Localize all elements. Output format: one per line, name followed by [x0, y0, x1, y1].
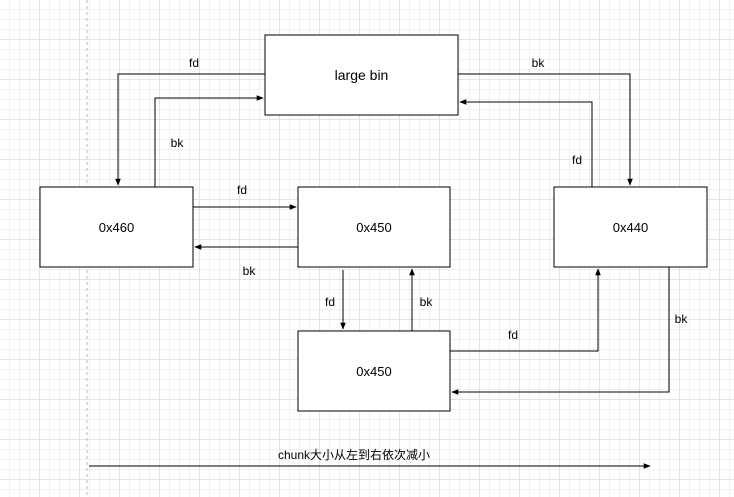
chunk-0x450-top-label: 0x450 — [356, 220, 391, 235]
edge-largebin-to-460-label: fd — [189, 56, 199, 70]
large-bin-label: large bin — [335, 67, 389, 83]
chunk-0x460-label: 0x460 — [99, 220, 134, 235]
edge-largebin-to-440-label: bk — [532, 56, 546, 70]
chunk-0x450-bottom-node[interactable]: 0x450 — [297, 330, 451, 412]
chunk-0x440-label: 0x440 — [613, 220, 648, 235]
large-bin-node[interactable]: large bin — [264, 34, 459, 116]
chunk-0x450-bottom-label: 0x450 — [356, 364, 391, 379]
edge-440-to-largebin-label: fd — [572, 153, 582, 167]
edge-440-to-450b — [451, 267, 670, 395]
edge-450b-to-440-label: fd — [508, 328, 518, 342]
edge-450b-to-450-label: bk — [420, 295, 434, 309]
chunk-0x440-node[interactable]: 0x440 — [553, 186, 708, 268]
edge-450-to-460-label: bk — [243, 264, 257, 278]
edge-440-to-450b-label: bk — [675, 312, 689, 326]
chunk-0x450-top-node[interactable]: 0x450 — [297, 186, 451, 268]
edge-460-to-largebin-label: bk — [171, 136, 185, 150]
edge-largebin-to-440 — [458, 73, 633, 186]
size-direction-caption: chunk大小从左到右依次减小 — [278, 447, 430, 462]
edge-440-to-largebin — [459, 99, 593, 187]
edge-450-to-450b-label: fd — [325, 295, 335, 309]
edge-largebin-to-460 — [115, 73, 265, 186]
edge-450b-to-440 — [450, 268, 601, 352]
edge-460-to-largebin — [154, 95, 264, 187]
edge-460-to-450-label: fd — [237, 183, 247, 197]
chunk-0x460-node[interactable]: 0x460 — [39, 186, 194, 268]
